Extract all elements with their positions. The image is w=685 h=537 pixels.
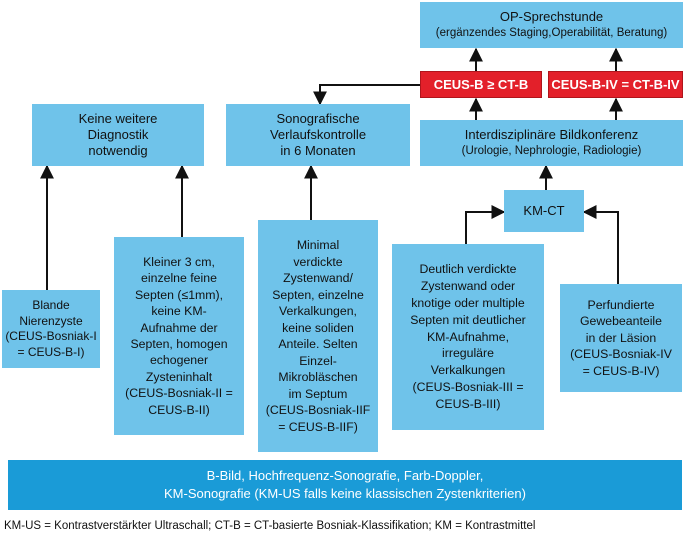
klein-line: (CEUS-Bosniak-II = — [125, 386, 233, 401]
minimal-line: Septen, einzelne — [272, 287, 364, 302]
verlaufskontrolle-box: Sonografische Verlaufskontrolle in 6 Mon… — [226, 104, 410, 166]
perfund-line: Perfundierte — [587, 297, 655, 312]
kleiner-3cm-box: Kleiner 3 cm, einzelne feine Septen (≤1m… — [114, 237, 244, 435]
bildkonferenz-box: Interdisziplinäre Bildkonferenz (Urologi… — [420, 120, 683, 166]
keine-line: Keine weitere — [78, 111, 158, 126]
keine-line: notwendig — [88, 143, 148, 158]
deutlich-line: Deutlich verdickte — [419, 262, 517, 277]
ceus-iv-ct-iv-label: CEUS-B-IV = CT-B-IV — [551, 77, 680, 92]
perfund-line: Gewebeanteile — [579, 314, 663, 329]
blande-line: Nierenzyste — [19, 313, 83, 328]
minimal-verdickte-box: Minimal verdickte Zystenwand/ Septen, ei… — [258, 220, 378, 452]
klein-line: echogener — [149, 353, 209, 368]
minimal-line: Minimal — [296, 238, 340, 252]
deutlich-line: CEUS-B-III) — [435, 396, 501, 411]
klein-line: Aufnahme der — [140, 320, 218, 335]
keine-line: Diagnostik — [87, 127, 149, 142]
abbreviations-footnote: KM-US = Kontrastverstärkter Ultraschall;… — [4, 520, 536, 532]
verlauf-line: Verlaufskontrolle — [269, 127, 367, 142]
deutlich-line: (CEUS-Bosniak-III = — [412, 379, 524, 394]
deutlich-line: Zystenwand oder — [420, 279, 516, 294]
minimal-line: = CEUS-B-IIF) — [278, 419, 358, 434]
klein-line: CEUS-B-II) — [148, 402, 210, 417]
km-ct-box: KM-CT — [504, 190, 584, 232]
op-subtitle: (ergänzendes Staging,Operabilität, Berat… — [435, 27, 668, 39]
konferenz-title: Interdisziplinäre Bildkonferenz — [464, 127, 639, 142]
blande-line: = CEUS-B-I) — [17, 344, 85, 359]
perfundierte-gewebeanteile-box: Perfundierte Gewebeanteile in der Läsion… — [560, 284, 682, 392]
verlauf-line: in 6 Monaten — [280, 143, 356, 158]
deutlich-line: KM-Aufnahme, — [426, 329, 509, 344]
minimal-line: Einzel- — [299, 353, 337, 368]
klein-line: Kleiner 3 cm, — [143, 254, 215, 269]
deutlich-line: Verkalkungen — [430, 363, 506, 378]
minimal-line: Zystenwand/ — [283, 271, 353, 285]
klein-line: Septen, homogen — [130, 337, 228, 351]
minimal-line: Verkalkungen, — [279, 304, 357, 318]
op-sprechstunde-box: OP-Sprechstunde (ergänzendes Staging,Ope… — [420, 2, 683, 48]
minimal-line: keine soliden — [282, 320, 354, 335]
op-title: OP-Sprechstunde — [499, 9, 604, 24]
blande-line: Blande — [32, 298, 70, 312]
klein-line: keine KM- — [151, 304, 207, 319]
perfund-line: in der Läsion — [585, 330, 657, 345]
klein-line: Septen (≤1mm), — [134, 287, 224, 302]
blande-nierenzyste-box: Blande Nierenzyste (CEUS-Bosniak-I = CEU… — [2, 290, 100, 368]
verlauf-line: Sonografische — [276, 111, 360, 126]
arrow-perfund-to-kmct — [582, 205, 619, 284]
deutlich-line: Septen mit deutlicher — [410, 312, 526, 327]
minimal-line: (CEUS-Bosniak-IIF — [265, 403, 371, 417]
klein-line: einzelne feine — [141, 271, 217, 286]
minimal-line: verdickte — [293, 254, 343, 269]
keine-diagnostik-box: Keine weitere Diagnostik notwendig — [32, 104, 204, 166]
konferenz-subtitle: (Urologie, Nephrologie, Radiologie) — [461, 145, 642, 157]
perfund-line: = CEUS-B-IV) — [582, 363, 660, 378]
blande-line: (CEUS-Bosniak-I — [5, 329, 97, 343]
minimal-line: Anteile. Selten — [278, 337, 358, 351]
ceus-ge-ct-badge: CEUS-B ≥ CT-B — [420, 71, 542, 98]
deutlich-verdickte-box: Deutlich verdickte Zystenwand oder knoti… — [392, 244, 544, 430]
basisdiagnostik-banner: B-Bild, Hochfrequenz-Sonografie, Farb-Do… — [8, 460, 682, 510]
ceus-iv-ct-iv-badge: CEUS-B-IV = CT-B-IV — [548, 71, 683, 98]
base-line: B-Bild, Hochfrequenz-Sonografie, Farb-Do… — [206, 468, 484, 483]
ceus-ge-ct-label: CEUS-B ≥ CT-B — [433, 77, 529, 92]
perfund-line: (CEUS-Bosniak-IV — [570, 347, 672, 362]
km-ct-label: KM-CT — [523, 203, 565, 218]
arrow-red-left-to-verlauf — [313, 84, 420, 106]
minimal-line: Mikrobläschen — [278, 370, 358, 384]
base-line: KM-Sonografie (KM-US falls keine klassis… — [164, 486, 526, 501]
deutlich-line: knotige oder multiple — [411, 296, 525, 310]
deutlich-line: irreguläre — [442, 346, 494, 361]
arrow-deutlich-to-kmct — [465, 205, 506, 244]
klein-line: Zysteninhalt — [145, 369, 213, 384]
minimal-line: im Septum — [288, 386, 348, 401]
